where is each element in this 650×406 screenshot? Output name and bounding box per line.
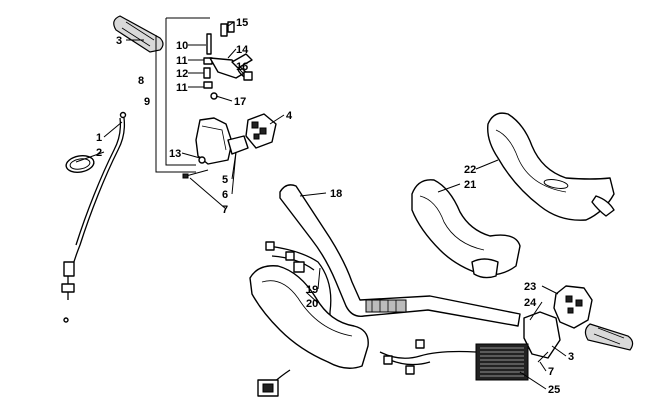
- callout-15: 15: [236, 17, 248, 29]
- callout-7-right: 7: [548, 366, 554, 378]
- left-hand-guard: [249, 265, 369, 369]
- callout-23: 23: [524, 281, 536, 293]
- right-grip: [584, 323, 634, 351]
- throttle-cable: [61, 111, 127, 323]
- heater-element: [475, 343, 529, 381]
- callout-3-left-grip: 3: [116, 35, 122, 47]
- leader-lines: [75, 21, 567, 390]
- left-switch-housing: [195, 113, 277, 165]
- right-hand-guard: [411, 179, 521, 279]
- screw-5: [182, 169, 209, 179]
- callout-13: 13: [169, 148, 181, 160]
- callout-10: 10: [176, 40, 188, 52]
- right-switch-housing: [523, 285, 593, 363]
- callout-16: 16: [236, 61, 248, 73]
- handlebar: [279, 184, 521, 327]
- callout-8: 8: [138, 75, 144, 87]
- callout-4: 4: [286, 110, 293, 122]
- callout-20: 20: [306, 298, 318, 310]
- callout-7-left: 7: [222, 204, 228, 216]
- callout-11-top: 11: [176, 55, 188, 67]
- callout-11-bottom: 11: [176, 82, 188, 94]
- callout-1: 1: [96, 132, 102, 144]
- callout-3-right-grip: 3: [568, 351, 574, 363]
- callout-17: 17: [234, 96, 246, 108]
- throttle-lever: [203, 21, 253, 100]
- left-grip: [113, 15, 164, 53]
- callout-21: 21: [464, 179, 476, 191]
- callout-24: 24: [524, 297, 537, 309]
- callout-22: 22: [464, 164, 476, 176]
- cable-clip: [65, 155, 95, 173]
- callout-2: 2: [96, 147, 102, 159]
- callout-6: 6: [222, 189, 228, 201]
- callout-14: 14: [236, 44, 249, 56]
- callout-9: 9: [144, 96, 150, 108]
- wiring-harness: [257, 241, 477, 397]
- assembly-bracket: [155, 17, 210, 173]
- callout-5: 5: [222, 174, 228, 186]
- callout-25: 25: [548, 384, 560, 396]
- callout-19: 19: [306, 284, 318, 296]
- callout-18: 18: [330, 188, 342, 200]
- right-hand-guard-upper: [487, 112, 615, 221]
- callout-12: 12: [176, 68, 188, 80]
